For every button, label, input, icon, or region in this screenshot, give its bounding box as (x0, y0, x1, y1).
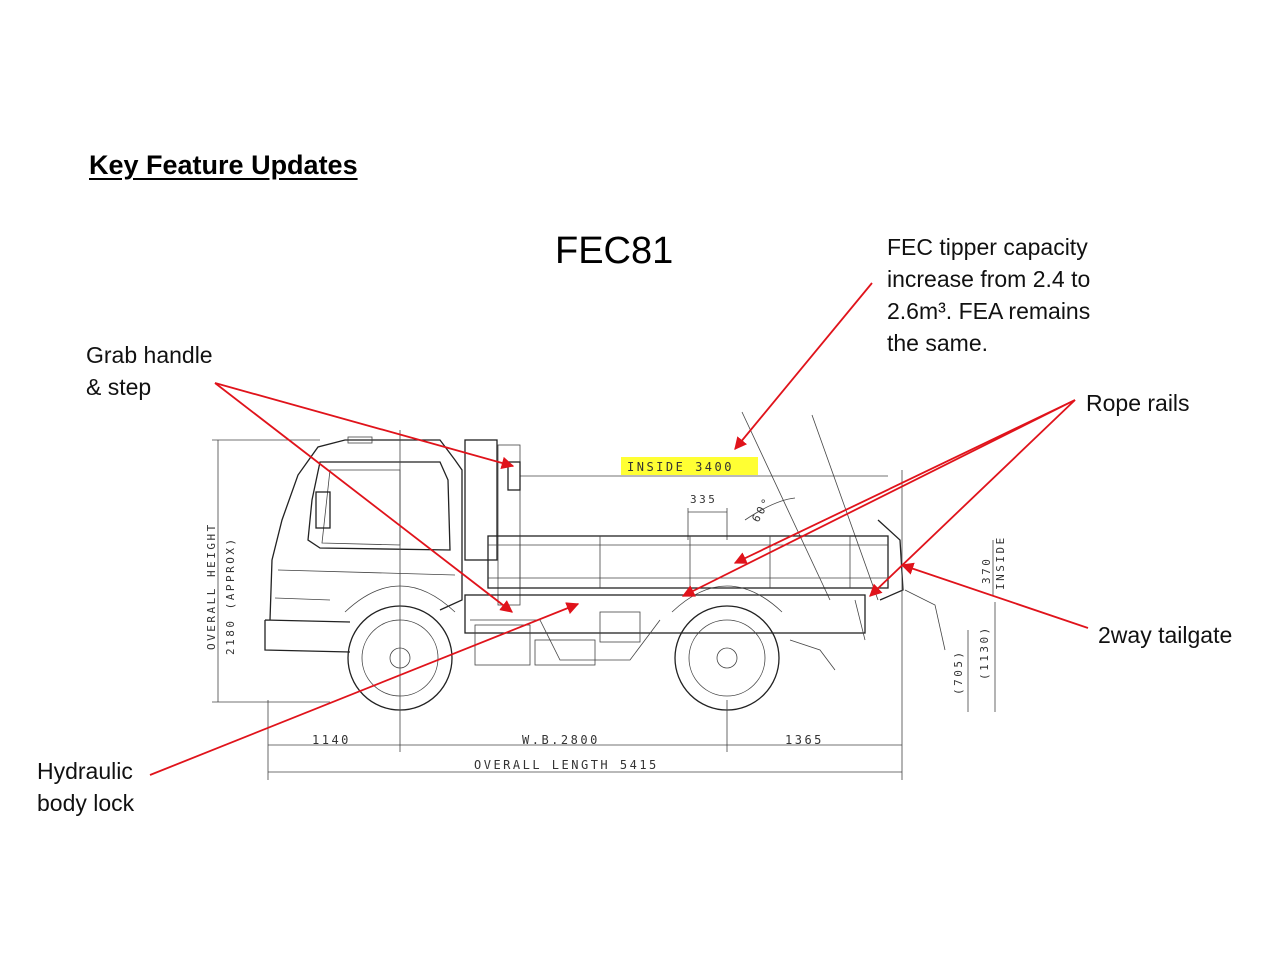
mirror (315, 491, 331, 529)
arrow-rope-rail-1 (733, 399, 1076, 564)
model-title: FEC81 (555, 230, 674, 272)
dim-335: 335 (690, 493, 717, 506)
arrow-rope-rail-3 (869, 399, 1076, 597)
overall-length-dim: OVERALL LENGTH 5415 (474, 758, 659, 772)
arrow-tailgate (900, 562, 1089, 629)
callout-line: 2.6m³. FEA remains (887, 298, 1091, 324)
callout-rope-rails: Rope rails (1086, 387, 1190, 419)
rear-wheel (674, 605, 780, 711)
wheelbase-dim: W.B.2800 (522, 733, 600, 747)
arrow-step (214, 382, 513, 613)
inside-height-label: INSIDE (994, 535, 1007, 590)
front-overhang-dim: 1140 (312, 733, 351, 747)
arrow-body-lock (149, 602, 580, 776)
callout-line: Hydraulic (37, 758, 133, 784)
callout-grab-handle: Grab handle & step (86, 339, 213, 403)
callout-line: Grab handle (86, 342, 213, 368)
overall-height-label: OVERALL HEIGHT (205, 522, 218, 650)
rear-overhang-dim: 1365 (785, 733, 824, 747)
inside-length-highlight (621, 457, 758, 475)
dump-body (487, 535, 889, 589)
callout-body-lock: Hydraulic body lock (37, 755, 134, 819)
callout-line: 2way tailgate (1098, 622, 1233, 648)
page-heading: Key Feature Updates (89, 150, 358, 180)
callout-line: & step (86, 374, 152, 400)
callout-line: Rope rails (1086, 390, 1190, 416)
callout-tailgate: 2way tailgate (1098, 619, 1232, 651)
grab-handle (507, 461, 521, 491)
callout-line: FEC tipper capacity (887, 234, 1088, 260)
arrow-grab-handle (214, 382, 515, 470)
inside-length-label: INSIDE 3400 (627, 460, 734, 474)
arrow-rope-rail-2 (681, 399, 1076, 597)
callout-line: body lock (37, 790, 135, 816)
callout-tipper-capacity: FEC tipper capacity increase from 2.4 to… (887, 231, 1090, 359)
cab-outline (269, 439, 463, 621)
dim-1130: (1130) (978, 625, 991, 680)
chassis-frame (464, 594, 866, 634)
inside-height-value: 370 (980, 557, 993, 584)
overall-height-value: 2180 (APPROX) (224, 536, 237, 655)
arrow-capacity (734, 282, 873, 450)
callout-line: increase from 2.4 to (887, 266, 1091, 292)
callout-line: the same. (887, 330, 988, 356)
dim-705: (705) (952, 649, 965, 695)
